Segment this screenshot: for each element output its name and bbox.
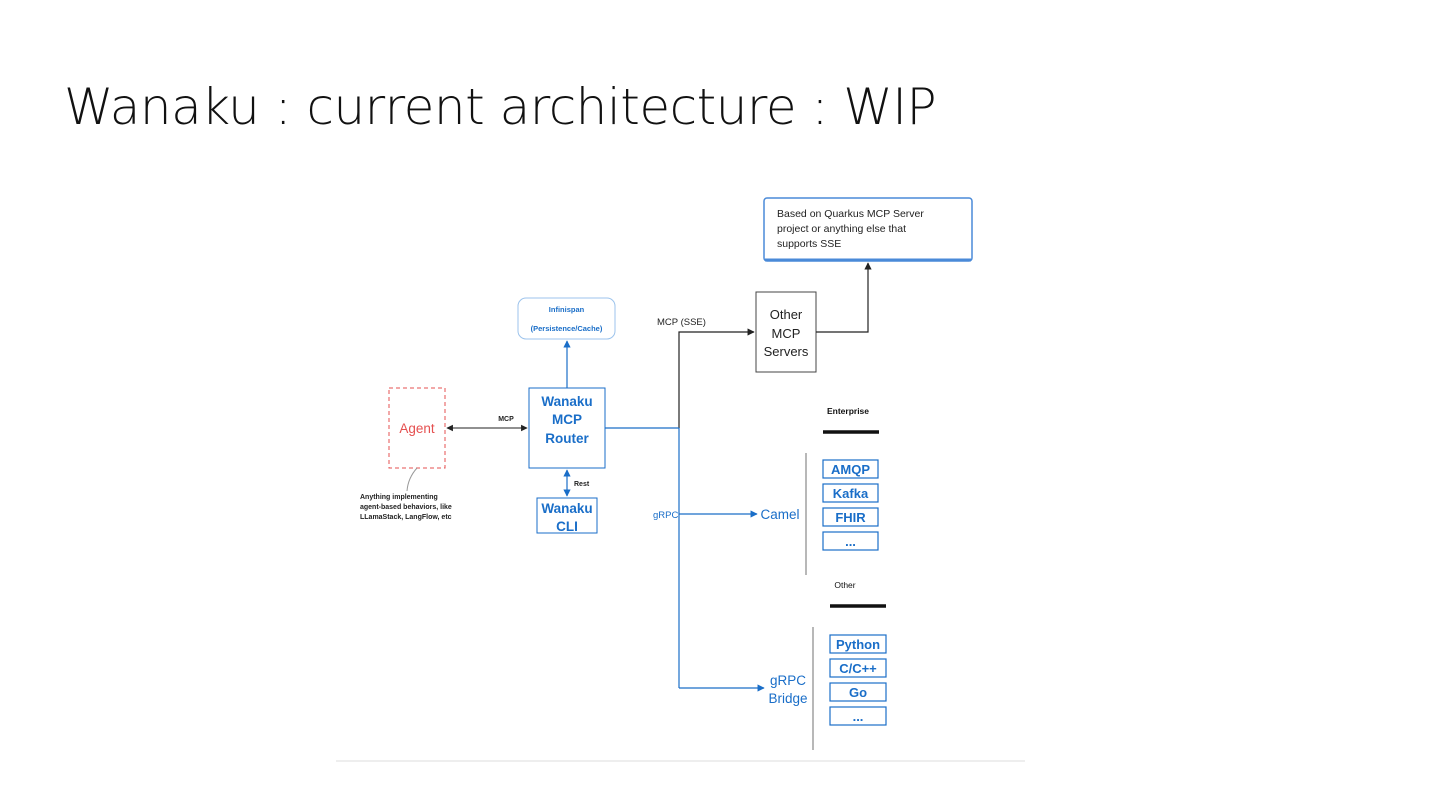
enterprise-item-amqp: AMQP (822, 459, 879, 479)
enterprise-header: Enterprise (827, 406, 869, 416)
other-mcp-line-1: Other (770, 307, 803, 322)
mcp-label: MCP (498, 416, 514, 423)
cli-line-2: CLI (556, 519, 578, 534)
agent-label: Agent (399, 421, 435, 436)
router-line-1: Wanaku (541, 394, 592, 409)
quarkus-note-line-2: project or anything else that (777, 223, 906, 235)
router-line-3: Router (545, 431, 589, 446)
infinispan-subtitle: (Persistence/Cache) (531, 324, 603, 333)
enterprise-item-kafka-label: Kafka (833, 486, 869, 501)
wanaku-cli-node: Wanaku CLI (536, 497, 598, 534)
other-item-python-label: Python (836, 637, 880, 652)
camel-label: Camel (760, 507, 799, 522)
enterprise-item-kafka: Kafka (822, 483, 879, 503)
mcp-sse-label: MCP (SSE) (657, 317, 706, 328)
wanaku-mcp-router-node: Wanaku MCP Router (528, 387, 606, 469)
quarkus-note-line-1: Based on Quarkus MCP Server (777, 208, 924, 220)
enterprise-item-fhir: FHIR (822, 507, 879, 527)
other-item-cpp: C/C++ (829, 658, 887, 678)
mcp-sse-arrow (678, 328, 755, 428)
rest-label: Rest (574, 481, 590, 488)
slide-title: Wanaku : current architecture : WIP (64, 78, 937, 136)
router-line-2: MCP (552, 412, 582, 427)
other-mcp-line-3: Servers (764, 344, 809, 359)
other-group-header: Other (834, 580, 855, 590)
agent-node: Agent (388, 387, 446, 469)
quarkus-note: Based on Quarkus MCP Server project or a… (763, 197, 973, 262)
enterprise-item-more: ... (822, 531, 879, 551)
other-item-python: Python (829, 634, 887, 654)
other-mcp-to-note-arrow (816, 262, 872, 333)
enterprise-item-amqp-label: AMQP (831, 462, 870, 477)
other-item-go: Go (829, 682, 887, 702)
enterprise-item-fhir-label: FHIR (835, 510, 866, 525)
grpc-label: gRPC (653, 510, 678, 521)
grpc-bridge-line-1: gRPC (770, 673, 806, 688)
other-item-more-label: ... (853, 709, 864, 724)
other-item-more: ... (829, 706, 887, 726)
cli-line-1: Wanaku (541, 501, 592, 516)
other-item-go-label: Go (849, 685, 867, 700)
enterprise-item-more-label: ... (845, 534, 856, 549)
other-item-cpp-label: C/C++ (839, 661, 877, 676)
quarkus-note-line-3: supports SSE (777, 238, 841, 250)
infinispan-label: Infinispan (549, 305, 585, 314)
other-mcp-servers-node: Other MCP Servers (755, 291, 817, 373)
agent-note-connector (406, 467, 418, 492)
agent-note-line-2: agent-based behaviors, like (360, 504, 452, 511)
other-mcp-line-2: MCP (772, 326, 801, 341)
agent-note-line-1: Anything implementing (360, 494, 438, 501)
agent-note-line-3: LLamaStack, LangFlow, etc (360, 514, 452, 521)
infinispan-node: Infinispan (Persistence/Cache) (517, 297, 616, 340)
grpc-bridge-line-2: Bridge (768, 691, 807, 706)
